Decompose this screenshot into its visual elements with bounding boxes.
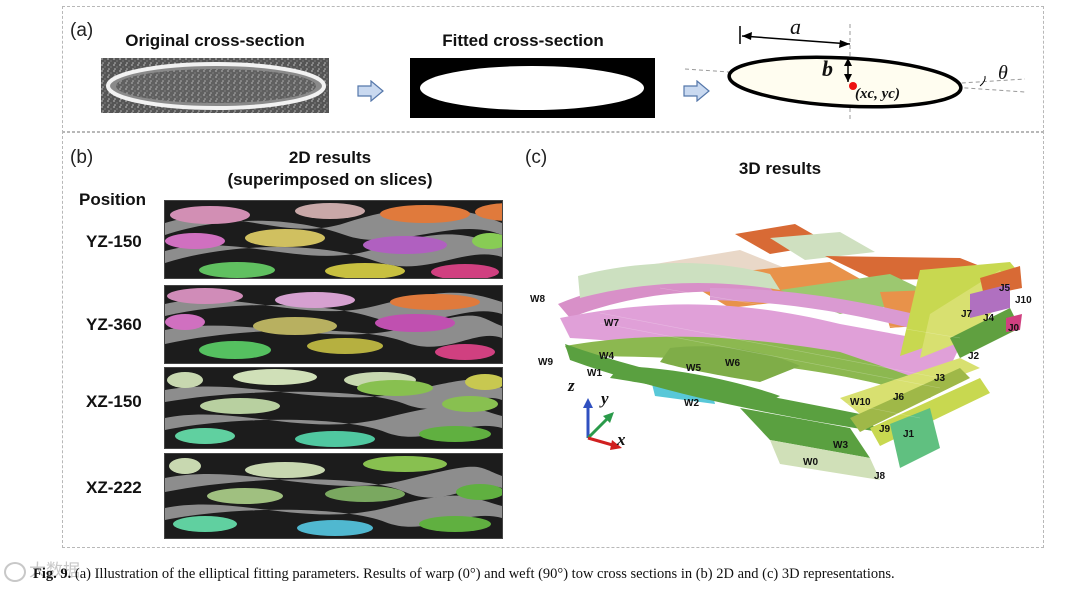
tow-label: W10 [850, 397, 871, 408]
fitted-cross-section-image [410, 58, 655, 118]
position-label: XZ-222 [86, 478, 142, 497]
tow-label: W2 [684, 398, 699, 409]
slice-yz-150 [164, 200, 503, 279]
panel-b-title-line2: (superimposed on slices) [227, 170, 433, 189]
tow-label: W3 [833, 440, 848, 451]
tow-label: J9 [879, 424, 891, 435]
caption-prefix: Fig. 9. [33, 566, 72, 582]
panel-c-label: (c) [525, 147, 548, 168]
panel-c-title: 3D results [738, 159, 822, 178]
watermark: 大数据 [4, 556, 80, 582]
axis-x-label: x [617, 430, 626, 449]
tow-label: J4 [983, 313, 995, 324]
arrow-icon [683, 80, 710, 102]
position-label: YZ-150 [86, 232, 142, 251]
original-cross-section-title: Original cross-section [125, 31, 305, 50]
tow-label: W6 [725, 358, 740, 369]
tow-label: J7 [961, 309, 973, 320]
tow-label: J0 [1008, 323, 1020, 334]
tow-label: W9 [538, 357, 553, 368]
param-b-label: b [822, 56, 833, 81]
axis-z-label: z [568, 376, 575, 395]
tow-label: J10 [1015, 295, 1032, 306]
tow-label: W1 [587, 368, 602, 379]
slice-xz-150 [164, 367, 503, 449]
panel-bc-frame [62, 131, 1044, 548]
caption-text: (a) Illustration of the elliptical fitti… [74, 566, 895, 582]
ellipse-parameter-diagram [684, 24, 1026, 122]
tow-label: W8 [530, 294, 545, 305]
position-label: XZ-150 [86, 392, 142, 411]
slice-yz-360 [164, 285, 503, 364]
tow-label: W4 [599, 351, 614, 362]
slice-xz-222 [164, 453, 503, 539]
tow-label: J2 [968, 351, 980, 362]
tow-label: J5 [999, 283, 1011, 294]
param-center-label: (xc, yc) [855, 86, 900, 102]
position-header: Position [79, 190, 147, 209]
fitted-cross-section-title: Fitted cross-section [442, 31, 604, 50]
tow-label: W0 [803, 457, 818, 468]
original-cross-section-image [101, 58, 329, 113]
figure-caption: Fig. 9. (a) Illustration of the elliptic… [33, 566, 895, 583]
position-label: YZ-360 [86, 315, 142, 334]
axis-y-label: y [601, 389, 609, 408]
tow-label: J6 [893, 392, 905, 403]
3d-weave-model [558, 224, 1022, 480]
arrow-icon [357, 80, 384, 102]
panel-a-frame [62, 6, 1044, 133]
tow-label: J1 [903, 429, 915, 440]
tow-label: J8 [874, 471, 886, 482]
tow-label: W7 [604, 318, 619, 329]
param-a-label: a [790, 14, 801, 39]
panel-a-label: (a) [70, 20, 94, 41]
panel-b-label: (b) [70, 147, 94, 168]
param-theta-label: θ [998, 62, 1008, 84]
tow-label: W5 [686, 363, 701, 374]
panel-b-title-line1: 2D results [288, 148, 372, 167]
tow-label: J3 [934, 373, 946, 384]
